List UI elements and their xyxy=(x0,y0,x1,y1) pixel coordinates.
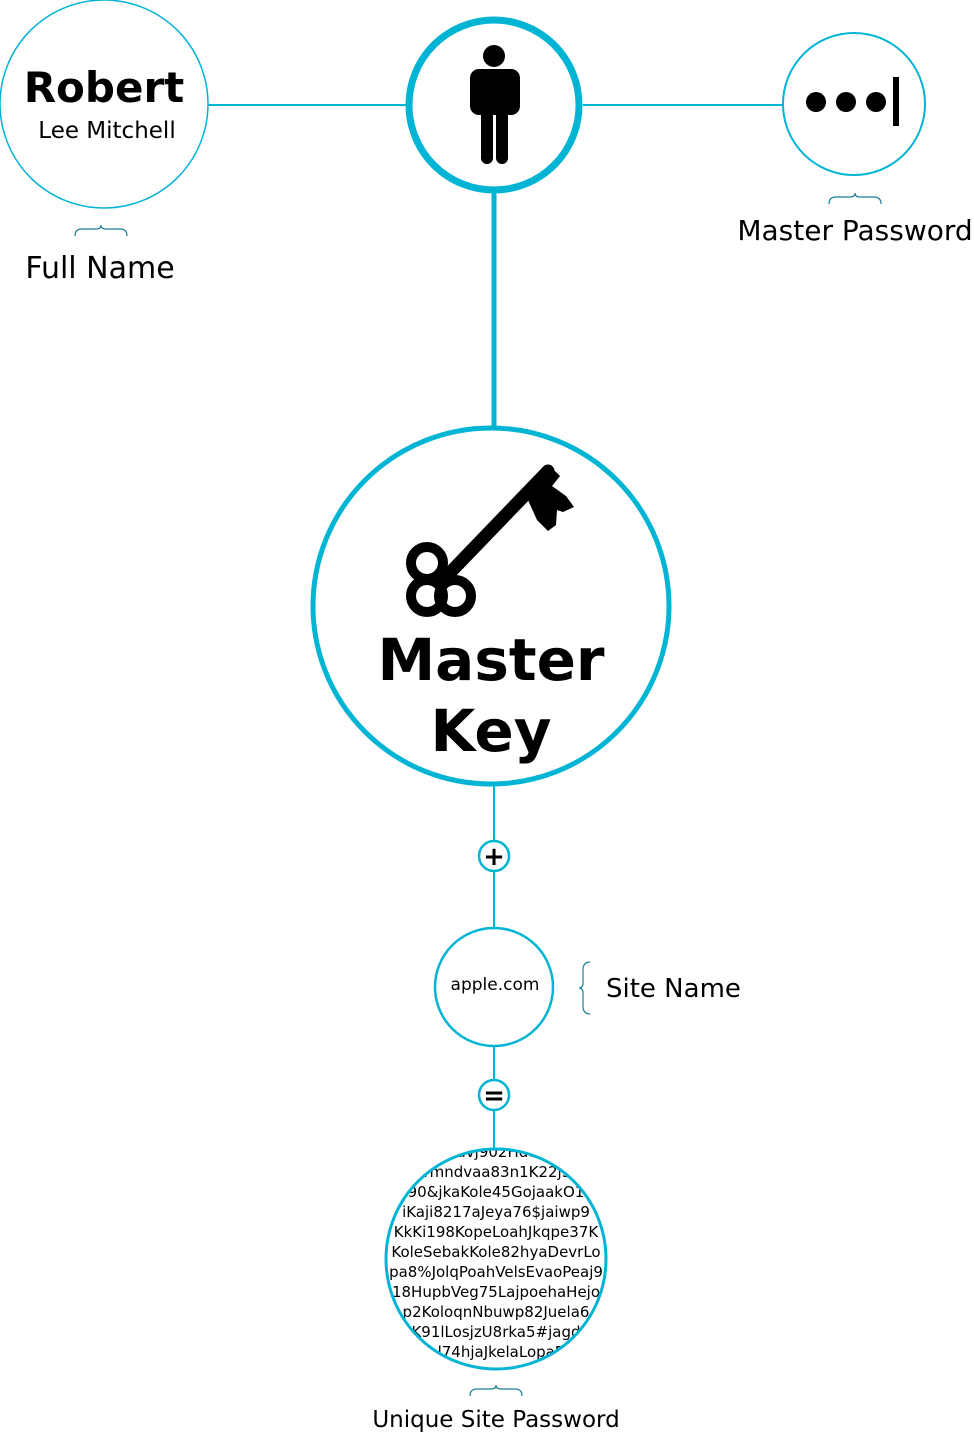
masked-password-icon xyxy=(806,77,899,126)
site-brace xyxy=(578,961,591,1015)
site-password-line: pa8%JolqPoahVelsEvaoPeaj9 xyxy=(389,1263,603,1281)
equals-operator: = xyxy=(477,1078,511,1112)
site-password-circle xyxy=(384,1147,608,1371)
site-password-line: KkKi198KopeLoahJkqpe37K xyxy=(394,1223,600,1241)
site-password-line: KoleSebakKole82hyaDevrLo xyxy=(391,1243,600,1261)
full-name-caption: Full Name xyxy=(25,251,174,286)
equals-symbol: = xyxy=(483,1081,505,1111)
site-caption: Site Name xyxy=(606,974,741,1004)
password-node xyxy=(782,32,926,176)
plus-symbol: + xyxy=(483,842,505,872)
site-password-line: 90&jkaKole45GojaakO1 xyxy=(408,1183,585,1201)
site-circle xyxy=(433,926,555,1048)
site-password-line: iKaji8217aJeya76$jaiwp9 xyxy=(402,1203,590,1221)
master-key-line2: Key xyxy=(430,697,551,765)
site-password-line: 18HupbVeg75LajpoehaHejo xyxy=(392,1283,600,1301)
full-name-circle xyxy=(0,0,209,209)
password-brace xyxy=(828,192,882,205)
person-icon xyxy=(470,45,520,164)
full-name-rest: Lee Mitchell xyxy=(38,118,175,144)
site-password-line: jiBova4a xyxy=(463,1363,529,1381)
site-password-line: K91lLosjzU8rka5#jagd xyxy=(411,1323,580,1341)
site-password-line: Hdvj902Hdo1 xyxy=(445,1143,547,1161)
site-password-text: Hdvj902Hdo1 vmndvaa83n1K22j5 90&jkaKole45G… xyxy=(389,1143,603,1381)
equals-circle xyxy=(477,1078,511,1112)
site-name: apple.com xyxy=(451,975,540,995)
site-node: apple.com xyxy=(433,926,555,1048)
site-password-line: p2KoloqnNbuwp82Juela6 xyxy=(403,1303,590,1321)
user-node xyxy=(405,16,583,194)
site-password-line: hl74hjaJkelaLopaP xyxy=(428,1343,564,1361)
master-key-line1: Master xyxy=(377,626,604,694)
site-password-node: Hdvj902Hdo1 vmndvaa83n1K22j5 90&jkaKole45G… xyxy=(384,1143,608,1381)
master-key-node: Master Key xyxy=(310,425,672,787)
master-key-circle xyxy=(310,425,672,787)
plus-circle xyxy=(477,839,511,873)
full-name-brace xyxy=(74,224,128,237)
connectors xyxy=(208,104,783,1149)
plus-operator: + xyxy=(477,839,511,873)
site-password-caption: Unique Site Password xyxy=(372,1407,619,1432)
site-password-brace xyxy=(469,1384,523,1397)
full-name-node: Robert Lee Mitchell xyxy=(0,0,209,209)
full-name-first: Robert xyxy=(24,63,185,112)
key-icon xyxy=(406,464,574,617)
password-caption: Master Password xyxy=(737,214,972,247)
site-password-line: vmndvaa83n1K22j5 xyxy=(421,1163,572,1181)
